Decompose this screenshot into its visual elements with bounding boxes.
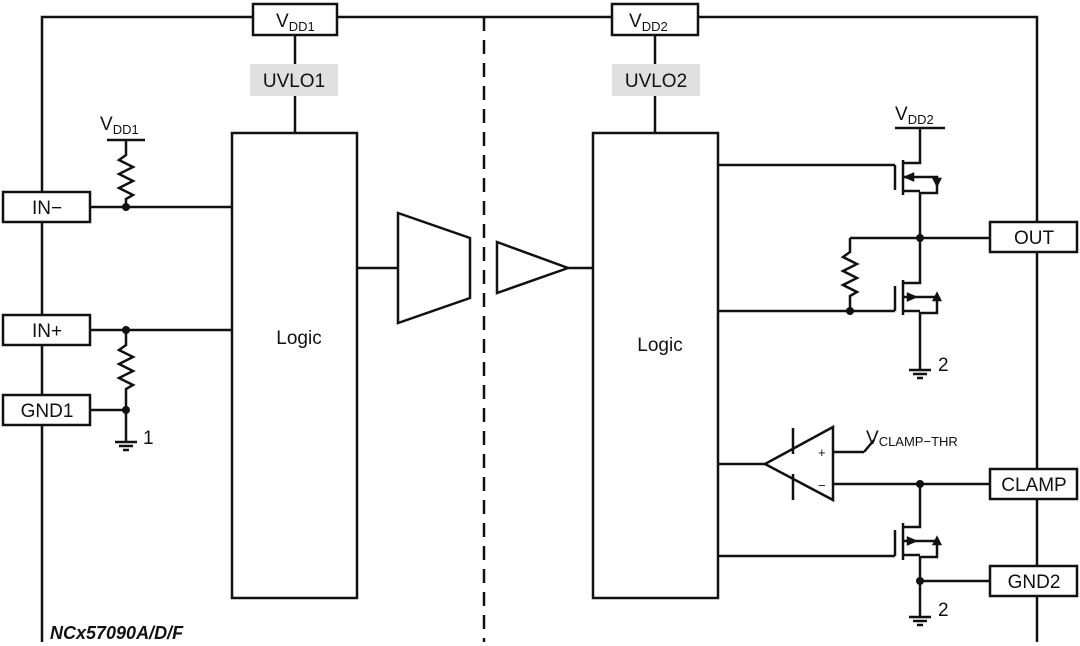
- pullup-resistor: [116, 140, 136, 207]
- clamp-label: CLAMP: [1001, 475, 1066, 496]
- out-pin: [988, 220, 1079, 254]
- vdd1-pullup-label: VDD1: [100, 114, 139, 137]
- pmos-transistor: [903, 160, 939, 205]
- vdd1-label: VDD1: [276, 11, 315, 34]
- ground-ref-1: 1: [143, 428, 154, 449]
- logic-block-right: [591, 131, 720, 600]
- comparator-minus: −: [818, 478, 826, 493]
- in-minus-label: IN−: [32, 198, 62, 219]
- clamp-pin: [988, 467, 1079, 501]
- logic-right-label: Logic: [637, 335, 682, 356]
- vdd2-label: VDD2: [629, 11, 668, 34]
- uvlo2-box: [612, 64, 700, 96]
- gnd1-label: GND1: [21, 401, 74, 422]
- logic-block-left: [230, 131, 359, 600]
- chip-outline: [40, 15, 1039, 642]
- clamp-comparator: [762, 424, 835, 503]
- in-minus-pin: [1, 190, 92, 224]
- gnd2-pin: [988, 564, 1079, 598]
- in-plus-label: IN+: [32, 321, 62, 342]
- vdd2-pin: [610, 2, 700, 37]
- gate-resistor: [840, 238, 860, 311]
- vdd1-pin: [251, 2, 339, 37]
- ground-ref-2-top: 2: [938, 355, 949, 376]
- uvlo2-label: UVLO2: [625, 71, 687, 92]
- device-part-number: NCx57090A/D/F: [50, 623, 184, 643]
- junctions: [122, 203, 924, 585]
- clamp-nmos-transistor: [903, 525, 939, 566]
- comparator-plus: +: [818, 445, 826, 460]
- uvlo1-label: UVLO1: [263, 71, 325, 92]
- isolation-transmitter: [396, 211, 472, 325]
- in-plus-pin: [1, 313, 92, 347]
- vdd2-pullup-label: VDD2: [895, 104, 934, 127]
- nmos-transistor: [903, 275, 939, 320]
- out-label: OUT: [1014, 228, 1055, 249]
- logic-left-label: Logic: [276, 328, 321, 349]
- vclamp-thr-label: VCLAMP−THR: [866, 428, 958, 449]
- gnd1-pin: [1, 393, 92, 427]
- uvlo1-box: [250, 64, 338, 96]
- gnd2-label: GND2: [1008, 572, 1061, 593]
- pulldown-resistor: [116, 330, 136, 410]
- ground-ref-2-bottom: 2: [938, 600, 949, 621]
- isolation-receiver: [495, 240, 572, 295]
- wiring: [40, 15, 1039, 642]
